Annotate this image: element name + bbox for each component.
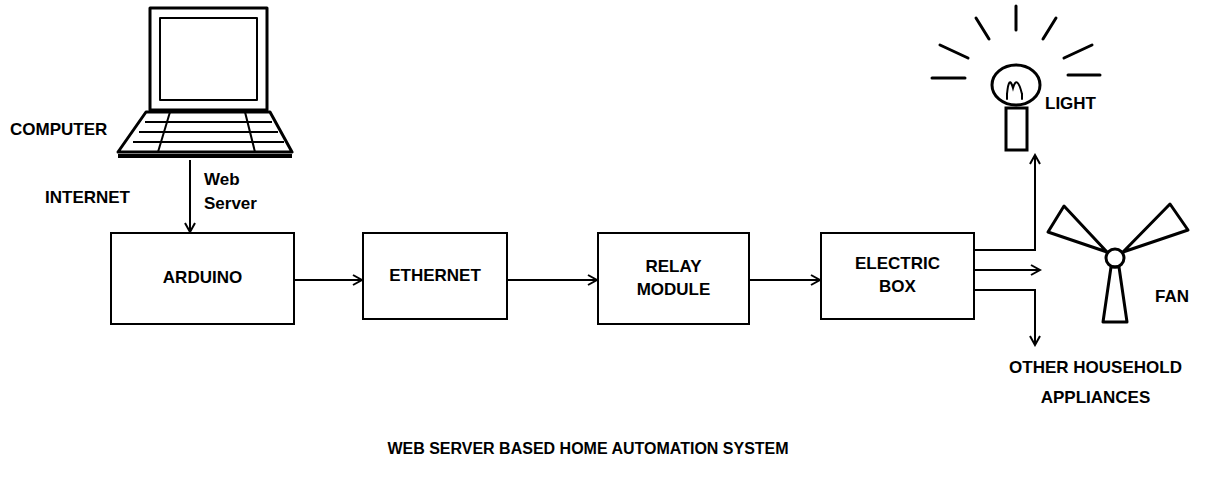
arrow-connector — [295, 279, 362, 281]
fan-drawing — [1048, 204, 1188, 322]
node-label: LIGHT — [1045, 93, 1096, 116]
laptop-drawing-stroke — [118, 154, 292, 158]
light-bulb-drawing-stroke — [1043, 18, 1056, 39]
arrow-connector — [975, 269, 1040, 271]
process-box: ELECTRIC BOX — [820, 232, 975, 320]
light-node: LIGHT — [925, 2, 1125, 155]
laptop-drawing-stroke — [150, 8, 267, 110]
light-bulb-drawing-stroke — [976, 18, 989, 39]
arrow-connector — [508, 279, 597, 281]
node-label: RELAY MODULE — [624, 256, 724, 302]
fan-drawing-stroke — [1103, 267, 1127, 322]
arrow-connector — [189, 160, 191, 232]
node-label: OTHER HOUSEHOLD APPLIANCES — [988, 353, 1203, 413]
appliance-node: OTHER HOUSEHOLD APPLIANCES — [988, 345, 1217, 427]
computer-node: COMPUTER — [8, 8, 292, 160]
node-label: ETHERNET — [389, 265, 481, 288]
edge-label: Web Server — [204, 168, 270, 216]
light-bulb-drawing-stroke — [1015, 6, 1018, 30]
light-bulb-drawing-stroke — [932, 77, 965, 80]
laptop-drawing-stroke — [160, 18, 257, 100]
fan-drawing-stroke — [1048, 206, 1107, 252]
light-bulb-drawing-stroke — [940, 45, 968, 58]
laptop-drawing-stroke — [133, 141, 284, 143]
fan-drawing-stroke — [1106, 249, 1124, 267]
light-bulb-drawing-stroke — [1064, 45, 1092, 58]
light-bulb-drawing-stroke — [1007, 82, 1022, 94]
process-box: RELAY MODULE — [597, 232, 750, 325]
node-label: FAN — [1155, 286, 1189, 309]
arrow-connector — [750, 279, 820, 281]
light-bulb-drawing-stroke — [1006, 94, 1008, 99]
laptop-drawing-stroke — [118, 112, 292, 152]
light-bulb-drawing-stroke — [1021, 94, 1023, 99]
fan-drawing-stroke — [1123, 204, 1188, 252]
laptop-drawing-stroke — [145, 121, 272, 123]
light-bulb-drawing-stroke — [1006, 108, 1027, 150]
figure-caption: WEB SERVER BASED HOME AUTOMATION SYSTEM — [0, 440, 1176, 458]
fan-node: FAN — [1040, 198, 1212, 325]
node-label: ELECTRIC BOX — [850, 253, 945, 299]
network-label: INTERNET — [45, 188, 130, 208]
laptop-drawing-stroke — [139, 131, 278, 133]
laptop-drawing-stroke — [245, 112, 255, 152]
light-bulb-drawing-stroke — [992, 65, 1040, 105]
node-label: ARDUINO — [163, 267, 242, 290]
laptop-drawing — [118, 8, 292, 156]
light-bulb-drawing — [932, 6, 1100, 150]
process-box: ARDUINO — [110, 232, 295, 325]
process-box: ETHERNET — [362, 232, 508, 320]
node-label: COMPUTER — [10, 119, 107, 142]
light-bulb-drawing-stroke — [1068, 74, 1100, 77]
arrow-connector — [975, 155, 1035, 250]
laptop-drawing-stroke — [158, 112, 170, 152]
arrow-connector — [975, 290, 1035, 345]
